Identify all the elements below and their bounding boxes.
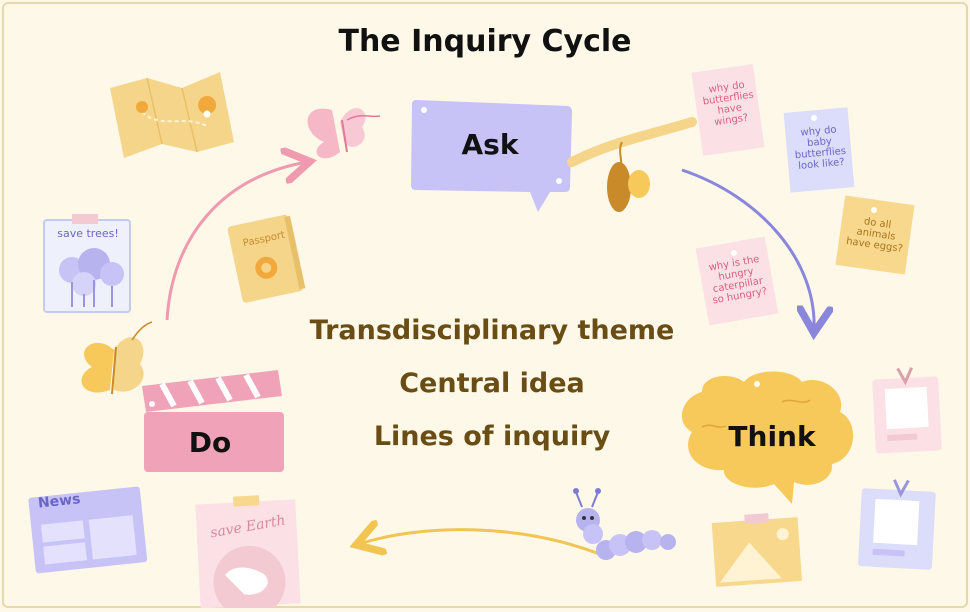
clapperboard [142, 370, 284, 472]
branch-cocoon-icon [567, 117, 697, 212]
question-note-1-text: why do butterflies have wings? [702, 79, 755, 129]
picture-icon [711, 513, 802, 587]
save-trees-text: save trees! [57, 227, 119, 240]
save-trees-card [43, 214, 131, 313]
caterpillar-icon [573, 488, 676, 560]
arrow-do-to-ask [165, 162, 307, 321]
question-note-1 [691, 64, 765, 156]
arrow-ask-to-think [681, 168, 814, 330]
center-line-theme: Transdisciplinary theme [309, 315, 675, 346]
ask-bubble [411, 100, 572, 212]
question-note-2-text: why do baby butterflies look like? [794, 124, 847, 172]
question-note-3 [835, 195, 915, 275]
newspaper-icon [28, 486, 148, 574]
save-earth-poster [195, 495, 301, 608]
butterfly-icon [307, 108, 381, 159]
photo-clip-blue [858, 479, 936, 570]
center-line-idea: Central idea [399, 368, 585, 399]
arrow-think-to-do [359, 530, 608, 559]
map-icon [110, 72, 234, 158]
question-note-2 [783, 107, 855, 193]
yellow-butterfly-icon [81, 321, 153, 395]
stage-ask-label: Ask [461, 128, 519, 161]
photo-clip-pink [872, 367, 942, 454]
question-note-4 [695, 236, 779, 326]
diagram-title: The Inquiry Cycle [338, 24, 632, 59]
stage-do-label: Do [188, 426, 232, 459]
center-line-inquiry: Lines of inquiry [373, 421, 611, 452]
passport-icon [227, 214, 306, 303]
stage-think-label: Think [728, 420, 816, 453]
think-bubble [681, 371, 854, 504]
